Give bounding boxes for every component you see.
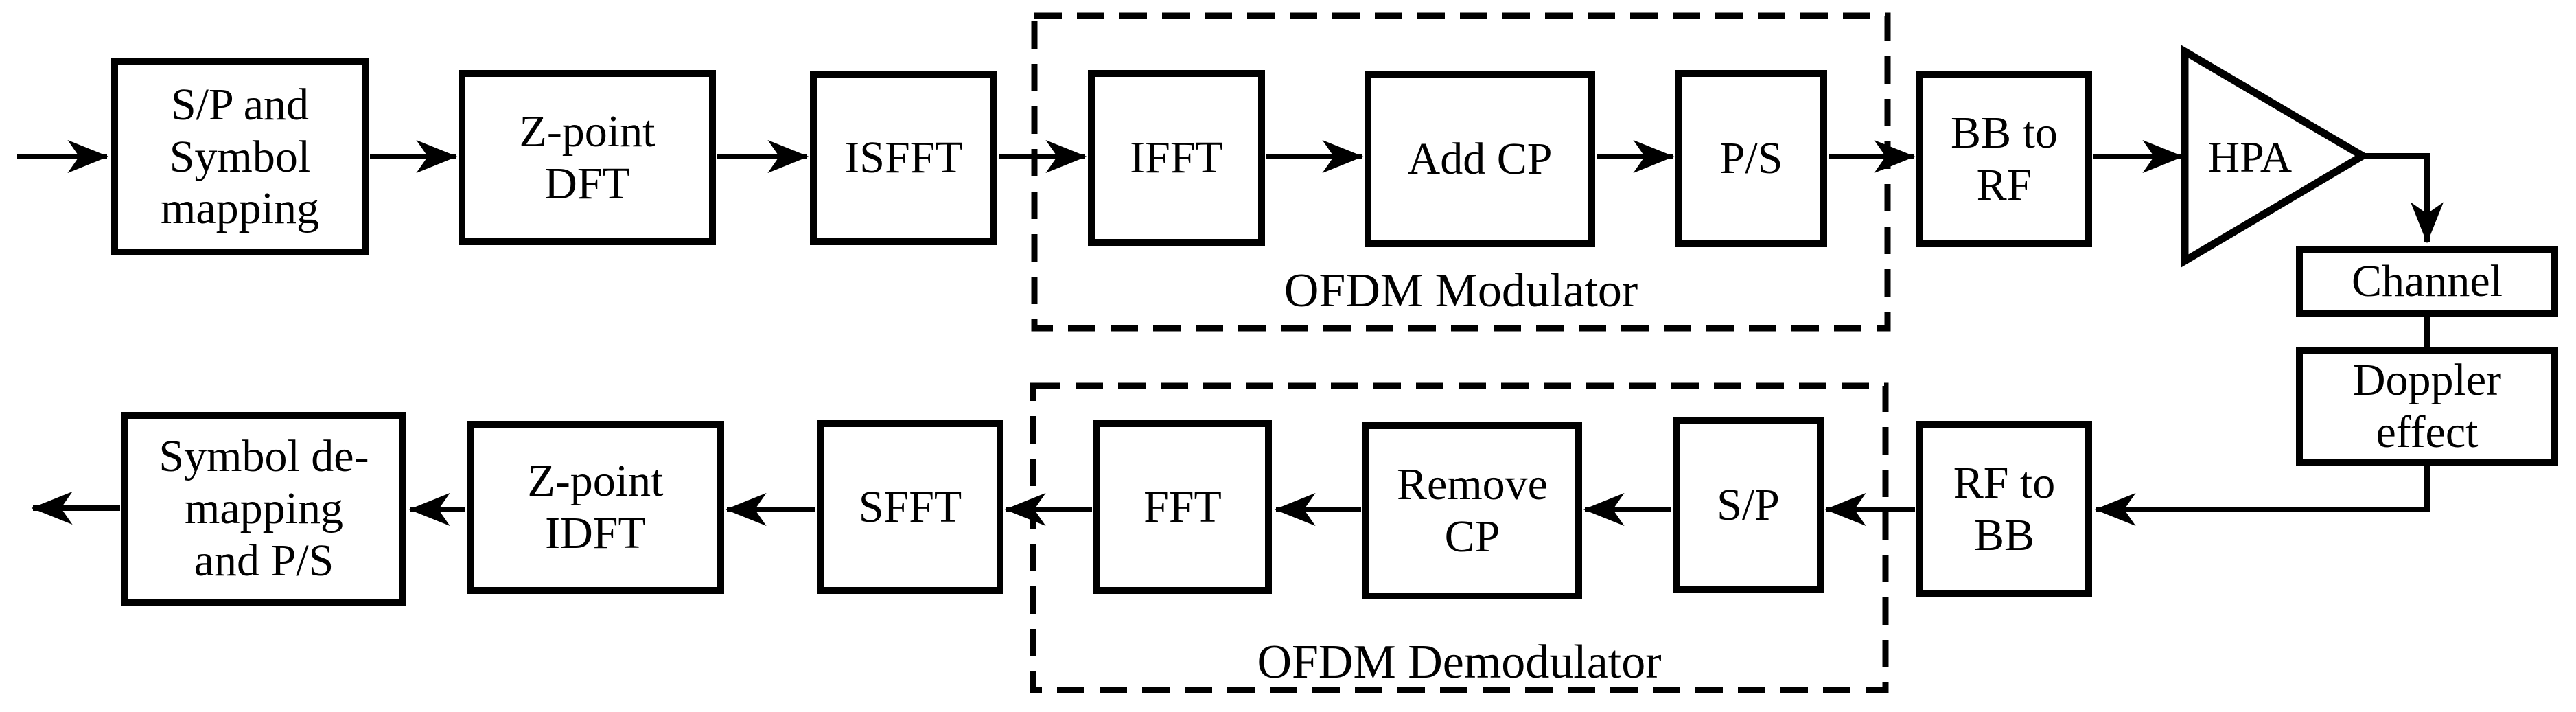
block-symbol-demapping-ps: Symbol de- mapping and P/S [121,412,406,606]
block-sp-symbol-mapping: S/P and Symbol mapping [111,58,369,255]
block-ifft: IFFT [1088,70,1265,246]
hpa-amplifier-triangle [2181,45,2370,268]
ofdm-modulator-label: OFDM Modulator [1284,264,1638,317]
block-bb-to-rf: BB to RF [1916,71,2092,247]
block-doppler-effect: Doppler effect [2296,347,2558,466]
hpa-label: HPA [2207,133,2293,181]
block-channel: Channel [2296,246,2558,317]
block-add-cp: Add CP [1365,71,1595,247]
block-fft: FFT [1093,420,1272,594]
ofdm-modulator-dashed-box [1031,12,1891,332]
arrow-doppler-to-rfbb [2094,464,2430,526]
arrow-hpa-to-channel [2360,153,2444,244]
block-remove-cp: Remove CP [1362,422,1582,599]
block-sfft: SFFT [817,420,1003,594]
block-rf-to-bb: RF to BB [1916,421,2092,597]
ofdm-demodulator-dashed-box [1030,382,1889,693]
block-isfft: ISFFT [810,71,997,245]
block-z-point-idft: Z-point IDFT [467,421,724,594]
block-z-point-dft: Z-point DFT [459,70,716,245]
block-s-p: S/P [1673,417,1824,593]
block-p-s: P/S [1675,70,1827,247]
ofdm-demodulator-label: OFDM Demodulator [1257,636,1662,689]
